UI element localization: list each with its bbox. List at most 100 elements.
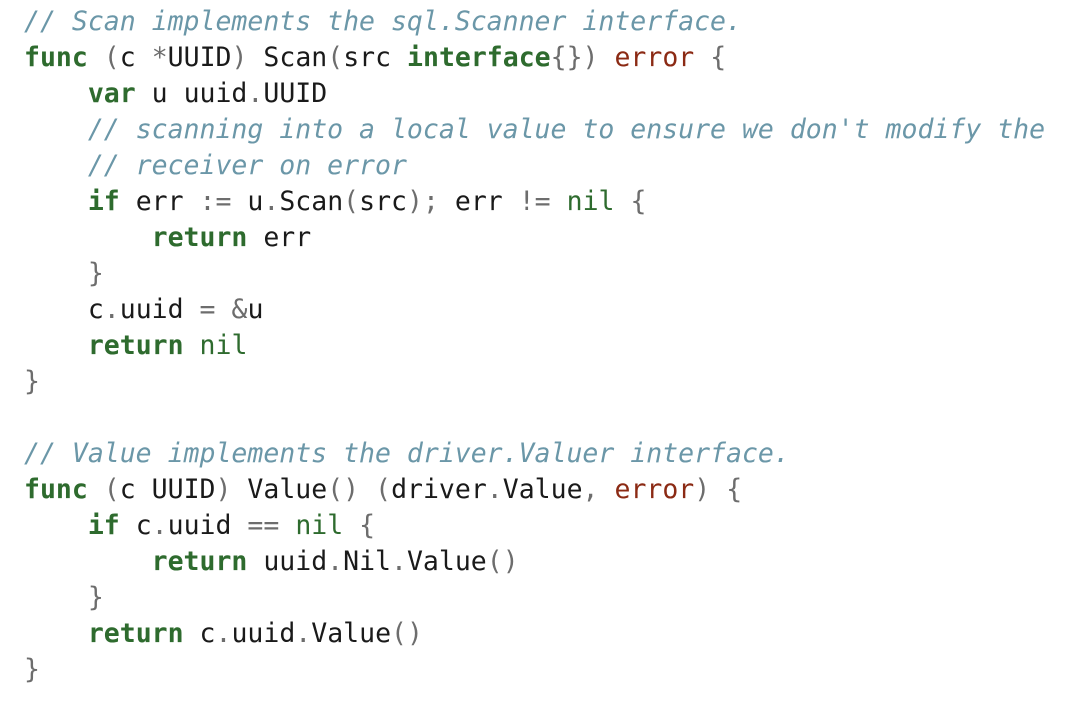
code-line: return err <box>24 220 1045 256</box>
code-token-plain <box>599 474 615 505</box>
code-token-punct: ( <box>343 186 360 217</box>
code-token-plain <box>184 330 200 361</box>
code-line: func (c *UUID) Scan(src interface{}) err… <box>24 40 1045 76</box>
code-token-keyword: func <box>24 42 88 73</box>
code-token-punct: . <box>263 186 280 217</box>
code-token-plain: Value <box>406 546 487 577</box>
code-line: if err := u.Scan(src); err != nil { <box>24 184 1045 220</box>
code-token-punct: ); <box>407 186 439 217</box>
code-token-plain <box>24 186 88 217</box>
code-token-punct: . <box>295 618 312 649</box>
code-token-punct: ) <box>231 42 248 73</box>
code-token-plain <box>88 474 104 505</box>
code-token-plain: err <box>119 186 200 217</box>
code-token-builtin: nil <box>566 186 615 217</box>
code-token-plain: Scan <box>279 186 344 217</box>
code-token-op: := <box>199 186 232 217</box>
code-token-keyword: func <box>24 474 88 505</box>
code-token-plain: c <box>119 510 152 541</box>
code-token-plain: Value <box>502 474 583 505</box>
code-token-punct: { <box>726 474 743 505</box>
code-token-comment: // Value implements the driver.Valuer in… <box>24 438 790 469</box>
code-token-plain: UUID <box>167 42 232 73</box>
code-token-plain: c <box>183 618 216 649</box>
code-token-punct: ( <box>327 42 344 73</box>
code-token-keyword: return <box>87 330 184 361</box>
code-token-keyword: interface <box>407 42 551 73</box>
code-token-plain <box>694 42 710 73</box>
code-token-plain: uuid <box>119 294 200 325</box>
code-token-punct: { <box>630 186 647 217</box>
code-token-plain <box>24 150 88 181</box>
code-token-punct: . <box>391 546 407 577</box>
code-token-plain: uuid <box>231 618 296 649</box>
code-line: func (c UUID) Value() (driver.Value, err… <box>24 472 1045 508</box>
code-token-punct: . <box>103 294 120 325</box>
code-token-punct: } <box>24 654 40 685</box>
code-token-plain: c UUID <box>119 474 216 505</box>
code-token-plain <box>343 510 359 541</box>
code-token-plain: Value <box>311 618 392 649</box>
code-token-keyword: return <box>151 222 248 253</box>
code-token-plain <box>24 78 88 109</box>
code-token-comment: // Scan implements the sql.Scanner inter… <box>24 6 742 37</box>
code-token-builtin: nil <box>199 330 248 361</box>
code-line: // Scan implements the sql.Scanner inter… <box>24 4 1045 40</box>
code-token-plain: Value <box>231 474 328 505</box>
code-token-plain: u uuid <box>135 78 248 109</box>
code-token-plain: err <box>247 222 312 253</box>
code-token-plain <box>359 474 375 505</box>
code-token-plain <box>710 474 726 505</box>
code-token-plain: u <box>247 294 264 325</box>
code-token-plain: UUID <box>263 78 328 109</box>
code-token-comment: // scanning into a local value to ensure… <box>87 114 1046 145</box>
code-line: if c.uuid == nil { <box>24 508 1045 544</box>
code-token-plain: uuid <box>247 546 328 577</box>
code-token-plain <box>24 114 88 145</box>
code-token-plain: src <box>343 42 408 73</box>
code-token-punct: ( <box>375 474 392 505</box>
code-token-plain <box>599 42 615 73</box>
code-token-plain <box>24 582 88 613</box>
code-line: } <box>24 580 1045 616</box>
code-line: // Value implements the driver.Valuer in… <box>24 436 1045 472</box>
code-token-punct: ) <box>694 474 711 505</box>
code-token-punct: } <box>24 366 40 397</box>
code-line: // scanning into a local value to ensure… <box>24 112 1045 148</box>
code-line: return uuid.Nil.Value() <box>24 544 1045 580</box>
code-token-plain: u <box>231 186 264 217</box>
code-token-plain: err <box>438 186 519 217</box>
code-token-punct: , <box>582 474 599 505</box>
code-token-punct: . <box>327 546 344 577</box>
code-token-punct: . <box>247 78 264 109</box>
code-token-comment: // receiver on error <box>87 150 407 181</box>
code-line: } <box>24 256 1045 292</box>
code-token-type: error <box>614 42 695 73</box>
code-token-plain <box>24 546 152 577</box>
code-token-punct: { <box>710 42 727 73</box>
code-token-punct: . <box>486 474 503 505</box>
code-token-op: & <box>231 294 248 325</box>
code-token-punct: () <box>327 474 360 505</box>
code-token-punct: } <box>87 258 104 289</box>
code-token-plain: c <box>24 294 104 325</box>
code-token-keyword: if <box>87 186 120 217</box>
code-token-plain: driver <box>391 474 487 505</box>
code-token-punct: {}) <box>550 42 599 73</box>
code-token-punct: ) <box>215 474 232 505</box>
code-token-punct: () <box>486 546 519 577</box>
code-token-plain <box>88 42 104 73</box>
code-token-punct: ( <box>103 42 120 73</box>
code-block: // Scan implements the sql.Scanner inter… <box>24 4 1045 688</box>
code-token-keyword: if <box>87 510 120 541</box>
code-token-keyword: return <box>87 618 184 649</box>
code-line: c.uuid = &u <box>24 292 1045 328</box>
code-token-punct: . <box>215 618 232 649</box>
code-line: return c.uuid.Value() <box>24 616 1045 652</box>
code-token-punct: ( <box>103 474 120 505</box>
code-token-op: * <box>151 42 168 73</box>
code-token-op: != <box>518 186 551 217</box>
code-token-plain: uuid <box>167 510 248 541</box>
code-token-plain: Nil <box>343 546 391 577</box>
code-token-plain <box>551 186 567 217</box>
